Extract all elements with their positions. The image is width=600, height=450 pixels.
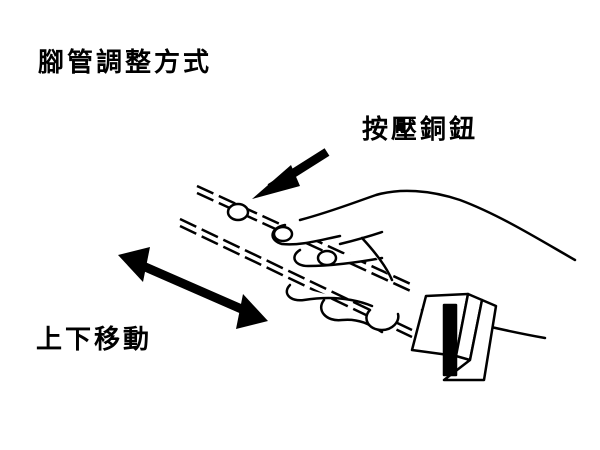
brass-button (410, 292, 498, 382)
hand-illustration (226, 189, 577, 340)
press-arrow-icon (252, 148, 330, 199)
up-down-arrow-icon (118, 247, 268, 329)
move-up-down-label: 上下移動 (36, 325, 153, 355)
press-button-label: 按壓銅鈕 (362, 115, 479, 145)
diagram-title: 腳管調整方式 (38, 48, 213, 78)
